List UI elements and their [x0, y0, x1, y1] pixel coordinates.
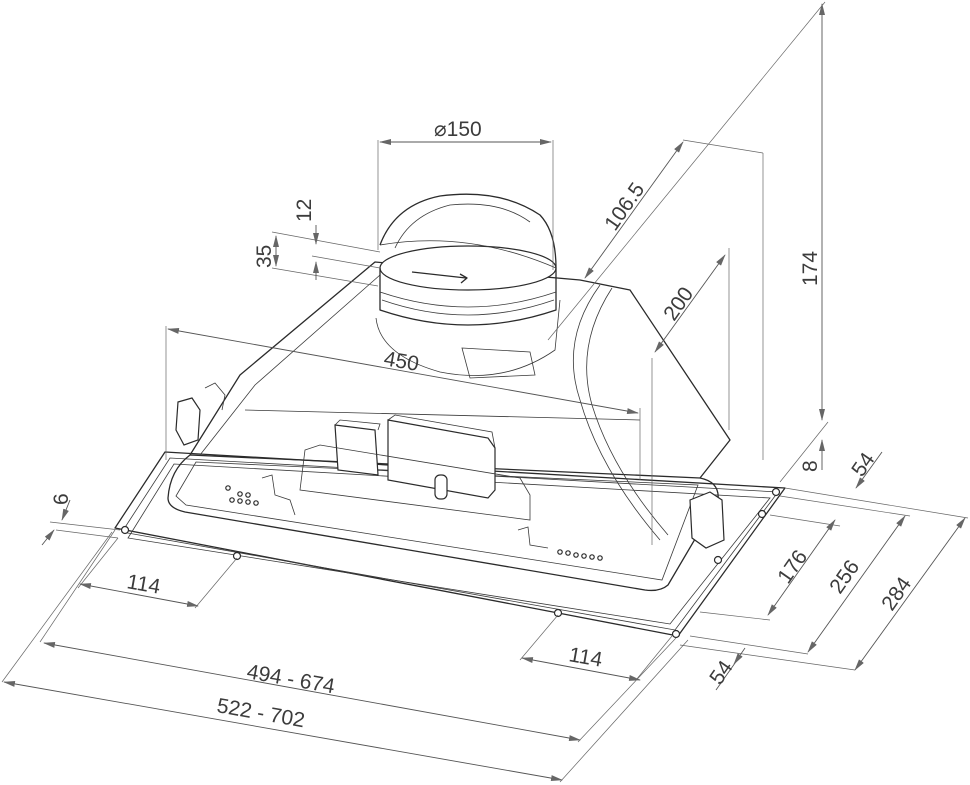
label-flange-thickness: 8 — [799, 460, 822, 472]
label-motor-width: 450 — [382, 347, 421, 376]
label-duct-offset: 35 — [253, 245, 276, 268]
control-box — [387, 419, 496, 499]
label-duct-diameter: ⌀150 — [434, 118, 482, 141]
bracket-left — [175, 397, 201, 446]
label-duct-collar-height: 12 — [293, 199, 316, 222]
label-flange-edge: 6 — [50, 493, 73, 505]
inner-tray — [167, 454, 719, 592]
label-cutout-width: 494 - 674 — [245, 660, 337, 698]
label-cutout-depth: 256 — [825, 556, 864, 598]
cable-gland — [434, 474, 448, 500]
label-total-height: 174 — [799, 251, 822, 286]
label-inner-depth: 176 — [773, 546, 812, 588]
hood-body — [114, 193, 786, 639]
label-duct-depth-offset: 106.5 — [600, 179, 649, 235]
label-screw-offset-left: 114 — [125, 570, 162, 599]
label-side-margin-right: 54 — [847, 448, 879, 481]
flange-screws — [120, 487, 781, 639]
label-overall-width: 522 - 702 — [215, 694, 306, 732]
label-body-depth-upper: 200 — [659, 283, 698, 325]
bracket-right — [689, 491, 725, 549]
label-overall-depth: 284 — [877, 573, 916, 615]
control-holes-left — [225, 485, 259, 506]
control-holes-right — [557, 549, 603, 561]
capacitor-block — [334, 424, 379, 476]
label-side-margin-left: 54 — [705, 656, 737, 689]
